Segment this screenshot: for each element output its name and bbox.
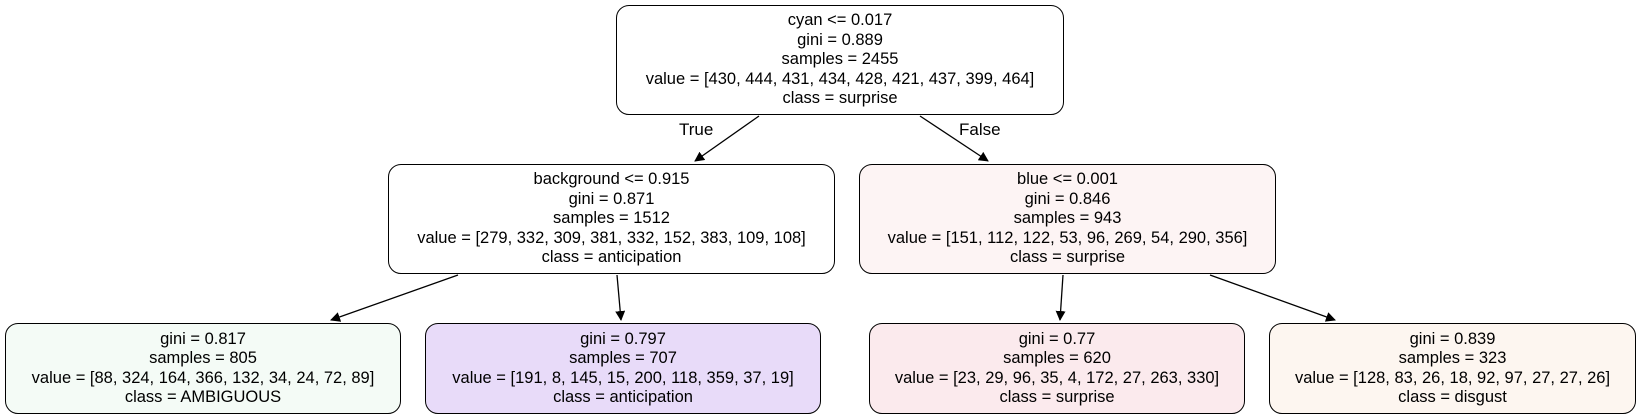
node-samples: samples = 707 — [569, 349, 677, 367]
node-class: class = anticipation — [541, 248, 682, 267]
node-gini: gini = 0.846 — [1024, 189, 1111, 208]
node-value: value = [128, 83, 26, 18, 92, 97, 27, 27… — [1294, 368, 1611, 387]
tree-node-right: blue <= 0.001 gini = 0.846 samples = 943… — [859, 164, 1276, 274]
node-gini: gini = 0.871 — [568, 189, 655, 208]
node-samples: samples = 620 — [1003, 349, 1111, 367]
node-class: class = surprise — [782, 89, 898, 108]
node-value: value = [191, 8, 145, 15, 200, 118, 359,… — [452, 368, 794, 387]
node-value: value = [430, 444, 431, 434, 428, 421, 4… — [645, 69, 1035, 88]
node-samples: samples = 323 — [1398, 349, 1507, 367]
node-samples: samples = 943 — [1013, 209, 1122, 228]
node-gini: gini = 0.817 — [160, 329, 246, 348]
node-class: class = surprise — [1009, 248, 1126, 267]
edge-label-false: False — [959, 120, 1001, 139]
node-samples: samples = 2455 — [781, 50, 899, 69]
edge-root-to-right — [919, 115, 989, 162]
edge-left-to-leaf-1 — [330, 274, 459, 322]
tree-leaf-3: gini = 0.77 samples = 620 value = [23, 2… — [869, 323, 1245, 414]
node-gini: gini = 0.797 — [580, 329, 666, 348]
tree-leaf-4: gini = 0.839 samples = 323 value = [128,… — [1269, 323, 1636, 414]
node-samples: samples = 805 — [149, 349, 257, 367]
node-value: value = [88, 324, 164, 366, 132, 34, 24,… — [31, 368, 375, 387]
node-split-rule: blue <= 0.001 — [1017, 170, 1118, 189]
node-gini: gini = 0.889 — [797, 30, 883, 49]
edge-left-to-leaf-2 — [615, 274, 626, 321]
node-samples: samples = 1512 — [553, 209, 670, 228]
node-value: value = [23, 29, 96, 35, 4, 172, 27, 263… — [894, 368, 1220, 387]
node-gini: gini = 0.839 — [1409, 329, 1496, 348]
node-class: class = anticipation — [553, 388, 693, 406]
tree-leaf-1: gini = 0.817 samples = 805 value = [88, … — [5, 323, 401, 414]
edge-right-to-leaf-3 — [1055, 274, 1066, 321]
node-split-rule: background <= 0.915 — [533, 170, 690, 189]
tree-node-left: background <= 0.915 gini = 0.871 samples… — [388, 164, 835, 274]
node-class: class = AMBIGUOUS — [124, 388, 282, 406]
tree-node-root: cyan <= 0.017 gini = 0.889 samples = 245… — [616, 5, 1064, 115]
node-class: class = surprise — [999, 388, 1115, 406]
node-gini: gini = 0.77 — [1018, 329, 1096, 348]
edge-label-true: True — [679, 120, 714, 139]
tree-leaf-2: gini = 0.797 samples = 707 value = [191,… — [425, 323, 821, 414]
node-value: value = [279, 332, 309, 381, 332, 152, 3… — [417, 228, 806, 247]
edge-root-to-left — [694, 115, 760, 162]
node-value: value = [151, 112, 122, 53, 96, 269, 54,… — [887, 228, 1248, 247]
node-split-rule: cyan <= 0.017 — [787, 11, 893, 30]
edge-right-to-leaf-4 — [1209, 274, 1336, 322]
node-class: class = disgust — [1398, 388, 1507, 406]
